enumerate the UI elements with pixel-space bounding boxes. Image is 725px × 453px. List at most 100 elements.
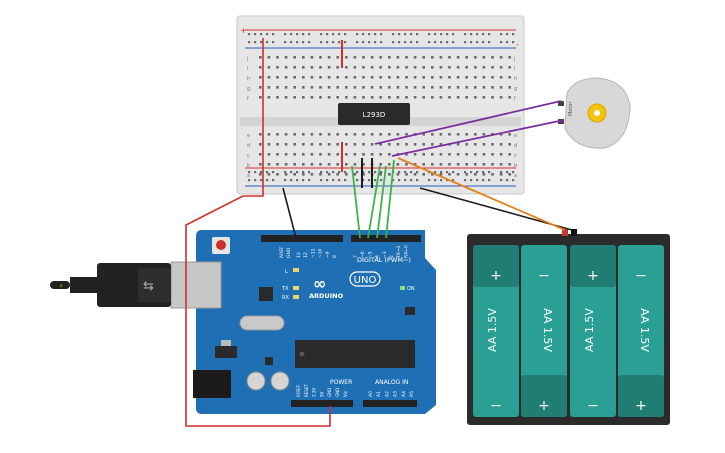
breadboard-hole[interactable] bbox=[259, 76, 262, 79]
rail-hole[interactable] bbox=[476, 41, 479, 44]
breadboard-hole[interactable] bbox=[499, 133, 503, 136]
breadboard-hole[interactable] bbox=[491, 86, 494, 89]
rail-hole[interactable] bbox=[392, 179, 395, 182]
breadboard-hole[interactable] bbox=[499, 66, 503, 69]
breadboard-hole[interactable] bbox=[276, 96, 279, 99]
rail-hole[interactable] bbox=[308, 179, 311, 182]
breadboard-hole[interactable] bbox=[345, 153, 348, 156]
breadboard-hole[interactable] bbox=[267, 173, 271, 176]
breadboard-hole[interactable] bbox=[456, 153, 460, 156]
breadboard-hole[interactable] bbox=[439, 163, 443, 166]
breadboard-hole[interactable] bbox=[327, 56, 331, 59]
breadboard-hole[interactable] bbox=[293, 143, 296, 146]
breadboard-hole[interactable] bbox=[379, 56, 382, 59]
breadboard-hole[interactable] bbox=[327, 163, 331, 166]
rail-hole[interactable] bbox=[488, 33, 491, 36]
breadboard-hole[interactable] bbox=[362, 56, 365, 59]
breadboard-hole[interactable] bbox=[362, 86, 365, 89]
breadboard-hole[interactable] bbox=[413, 153, 417, 156]
rail-hole[interactable] bbox=[356, 179, 359, 182]
rail-hole[interactable] bbox=[338, 179, 341, 182]
breadboard-hole[interactable] bbox=[370, 56, 374, 59]
breadboard-hole[interactable] bbox=[439, 66, 443, 69]
breadboard-hole[interactable] bbox=[413, 163, 417, 166]
breadboard-hole[interactable] bbox=[439, 153, 443, 156]
breadboard-hole[interactable] bbox=[491, 153, 494, 156]
rail-hole[interactable] bbox=[416, 33, 419, 36]
rail-hole[interactable] bbox=[482, 41, 485, 44]
rail-hole[interactable] bbox=[488, 41, 491, 44]
rail-hole[interactable] bbox=[392, 41, 395, 44]
breadboard-hole[interactable] bbox=[336, 163, 339, 166]
breadboard-hole[interactable] bbox=[293, 173, 296, 176]
breadboard-hole[interactable] bbox=[293, 76, 296, 79]
breadboard-hole[interactable] bbox=[431, 173, 434, 176]
rail-hole[interactable] bbox=[452, 41, 455, 44]
rail-hole[interactable] bbox=[320, 171, 323, 174]
breadboard-hole[interactable] bbox=[413, 76, 417, 79]
rail-hole[interactable] bbox=[476, 179, 479, 182]
rail-hole[interactable] bbox=[398, 33, 401, 36]
rail-hole[interactable] bbox=[506, 33, 509, 36]
rail-hole[interactable] bbox=[260, 33, 263, 36]
breadboard-hole[interactable] bbox=[267, 143, 271, 146]
breadboard-hole[interactable] bbox=[310, 66, 314, 69]
rail-hole[interactable] bbox=[308, 171, 311, 174]
breadboard-hole[interactable] bbox=[499, 86, 503, 89]
rail-hole[interactable] bbox=[512, 41, 515, 44]
rail-hole[interactable] bbox=[272, 171, 275, 174]
rail-hole[interactable] bbox=[368, 33, 371, 36]
breadboard-hole[interactable] bbox=[379, 133, 382, 136]
breadboard-hole[interactable] bbox=[422, 153, 425, 156]
breadboard-hole[interactable] bbox=[353, 56, 357, 59]
wire-purple-1[interactable] bbox=[391, 119, 565, 157]
breadboard-hole[interactable] bbox=[448, 76, 451, 79]
breadboard-hole[interactable] bbox=[396, 173, 400, 176]
breadboard-hole[interactable] bbox=[259, 173, 262, 176]
rail-hole[interactable] bbox=[506, 41, 509, 44]
breadboard-hole[interactable] bbox=[267, 56, 271, 59]
rail-hole[interactable] bbox=[302, 179, 305, 182]
breadboard-hole[interactable] bbox=[439, 96, 443, 99]
breadboard-hole[interactable] bbox=[267, 76, 271, 79]
breadboard-hole[interactable] bbox=[456, 143, 460, 146]
rail-hole[interactable] bbox=[344, 33, 347, 36]
breadboard-hole[interactable] bbox=[293, 96, 296, 99]
breadboard-hole[interactable] bbox=[370, 86, 374, 89]
rail-hole[interactable] bbox=[464, 171, 467, 174]
rail-hole[interactable] bbox=[254, 171, 257, 174]
breadboard-hole[interactable] bbox=[413, 143, 417, 146]
breadboard-hole[interactable] bbox=[336, 173, 339, 176]
breadboard-hole[interactable] bbox=[482, 66, 486, 69]
breadboard-hole[interactable] bbox=[362, 153, 365, 156]
breadboard-hole[interactable] bbox=[465, 143, 468, 146]
rail-hole[interactable] bbox=[296, 179, 299, 182]
rail-hole[interactable] bbox=[482, 171, 485, 174]
breadboard-hole[interactable] bbox=[439, 143, 443, 146]
rail-hole[interactable] bbox=[338, 171, 341, 174]
breadboard-hole[interactable] bbox=[267, 86, 271, 89]
rail-hole[interactable] bbox=[434, 171, 437, 174]
rail-hole[interactable] bbox=[254, 33, 257, 36]
breadboard-hole[interactable] bbox=[499, 96, 503, 99]
breadboard-hole[interactable] bbox=[508, 66, 511, 69]
rail-hole[interactable] bbox=[272, 33, 275, 36]
breadboard-hole[interactable] bbox=[302, 173, 305, 176]
breadboard-hole[interactable] bbox=[353, 76, 357, 79]
breadboard-hole[interactable] bbox=[293, 163, 296, 166]
breadboard-hole[interactable] bbox=[267, 96, 271, 99]
breadboard-hole[interactable] bbox=[388, 96, 391, 99]
breadboard-hole[interactable] bbox=[259, 143, 262, 146]
rail-hole[interactable] bbox=[332, 41, 335, 44]
breadboard-hole[interactable] bbox=[474, 163, 477, 166]
breadboard-hole[interactable] bbox=[379, 76, 382, 79]
breadboard-hole[interactable] bbox=[413, 86, 417, 89]
breadboard-hole[interactable] bbox=[439, 56, 443, 59]
breadboard-hole[interactable] bbox=[431, 153, 434, 156]
rail-hole[interactable] bbox=[296, 171, 299, 174]
breadboard-hole[interactable] bbox=[482, 76, 486, 79]
rail-hole[interactable] bbox=[326, 179, 329, 182]
breadboard-hole[interactable] bbox=[413, 66, 417, 69]
breadboard-hole[interactable] bbox=[465, 56, 468, 59]
breadboard-hole[interactable] bbox=[439, 133, 443, 136]
